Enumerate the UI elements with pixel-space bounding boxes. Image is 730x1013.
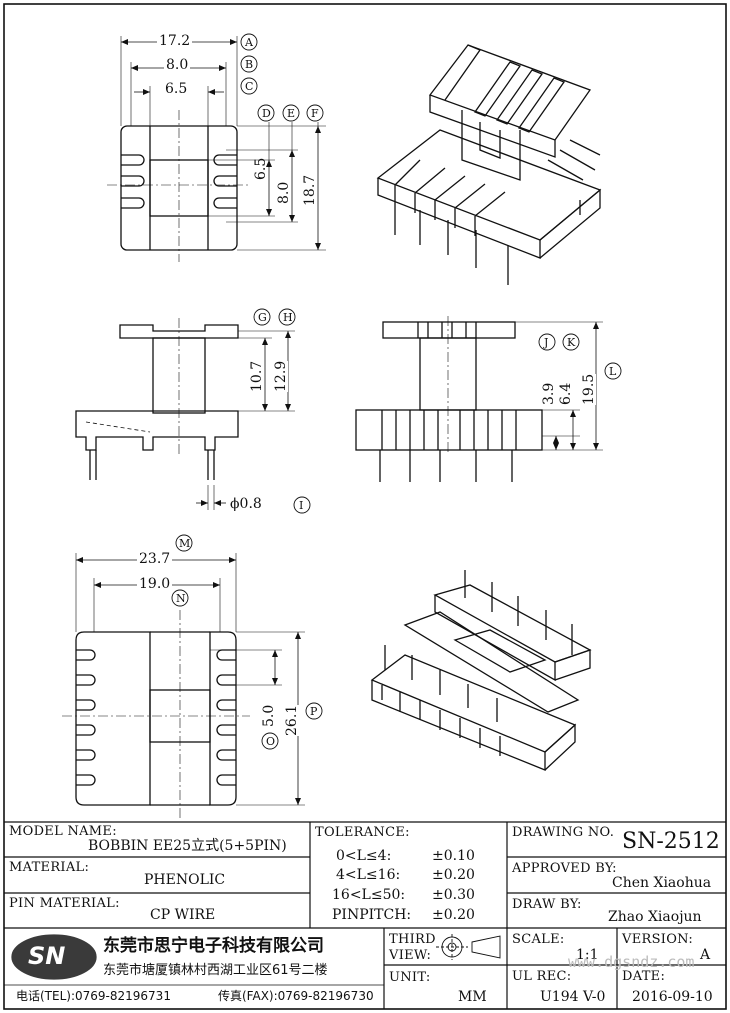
dim-h-value: 12.9 [273,360,289,392]
dim-m-value: 23.7 [137,551,173,567]
dim-k-value: 6.4 [558,382,574,405]
tag-d: D [262,107,271,120]
dim-l-value: 19.5 [581,373,597,405]
tag-b: B [245,58,254,71]
dim-pin-dia-value: ϕ0.8 [230,496,262,512]
tolerance-value-4: ±0.20 [432,907,475,923]
tolerance-value-2: ±0.20 [432,867,475,883]
dim-n-value: 19.0 [137,576,173,592]
unit-value: MM [458,989,487,1005]
version-value: A [700,947,711,963]
ul-rec-value: U194 V-0 [540,989,606,1005]
material-value: PHENOLIC [144,872,226,888]
tolerance-range-2: 4<L≤16: [336,867,401,883]
dim-p-value: 26.1 [284,704,300,736]
isometric-view-bottom [370,570,592,771]
dim-a-value: 17.2 [157,33,193,49]
tag-f: F [311,107,319,120]
side-view [75,318,295,510]
top-view [107,36,326,262]
tag-e: E [287,107,296,120]
tag-g: G [258,311,267,324]
watermark: www.dgsndz.com [568,953,695,971]
tag-k: K [567,336,576,349]
dim-c-value: 6.5 [165,81,188,97]
ul-rec-label: UL REC: [512,969,572,984]
title-block-grid [4,821,726,1009]
unit-label: UNIT: [389,970,431,985]
date-value: 2016-09-10 [632,989,713,1005]
tag-o: O [266,735,276,748]
dim-b-value: 8.0 [164,57,191,73]
third-view-label-2: VIEW: [389,948,432,963]
tag-i: I [299,499,304,512]
tag-l: L [609,365,617,378]
version-label: VERSION: [622,932,694,947]
dim-o-value: 5.0 [261,704,277,727]
tag-c: C [245,80,254,93]
dim-d-value: 6.5 [253,157,269,180]
dim-f-value: 18.7 [302,174,318,206]
approved-by-value: Chen Xiaohua [612,875,712,891]
third-angle-projection-symbol [436,934,501,960]
date-label: DATE: [622,969,666,984]
tag-m: M [179,537,191,550]
model-name-value: BOBBIN EE25立式(5+5PIN) [88,838,287,854]
third-view-label: THIRD [389,932,436,947]
tag-h: H [283,311,293,324]
company-address: 东莞市塘厦镇林村西湖工业区61号二楼 [103,963,328,978]
tag-a: A [245,36,253,49]
model-name-label: MODEL NAME: [9,824,117,839]
company-logo: SN [28,942,66,970]
front-view [355,316,603,482]
reference-tags [171,33,622,750]
company-fax: 传真(FAX):0769-82196730 [218,989,374,1003]
isometric-view-top [376,44,602,285]
tag-n: N [176,592,186,605]
draw-by-label: DRAW BY: [512,897,582,912]
pin-material-label: PIN MATERIAL: [9,896,120,911]
tolerance-label: TOLERANCE: [315,825,410,840]
draw-by-value: Zhao Xiaojun [608,909,702,925]
company-tel: 电话(TEL):0769-82196731 [16,989,171,1003]
approved-by-label: APPROVED BY: [512,861,617,876]
tag-j: J [544,336,549,349]
dim-j-value: 3.9 [541,382,557,405]
pin-material-value: CP WIRE [150,907,216,923]
tolerance-value-3: ±0.30 [432,887,475,903]
logo-ellipse [11,934,97,980]
dim-g-value: 10.7 [249,360,265,392]
dim-e-value: 8.0 [276,181,292,204]
tag-p: P [310,705,318,718]
tolerance-range-4: PINPITCH: [332,907,412,923]
scale-label: SCALE: [512,932,565,947]
tolerance-value-1: ±0.10 [432,848,475,864]
material-label: MATERIAL: [9,860,90,875]
bottom-view [62,553,305,820]
scale-value: 1:1 [576,947,599,963]
drawing-no-value: SN-2512 [622,829,720,854]
drawing-no-label: DRAWING NO. [512,825,615,840]
tolerance-range-3: 16<L≤50: [332,887,406,903]
tolerance-range-1: 0<L≤4: [336,848,392,864]
company-name: 东莞市思宁电子科技有限公司 [103,936,324,956]
